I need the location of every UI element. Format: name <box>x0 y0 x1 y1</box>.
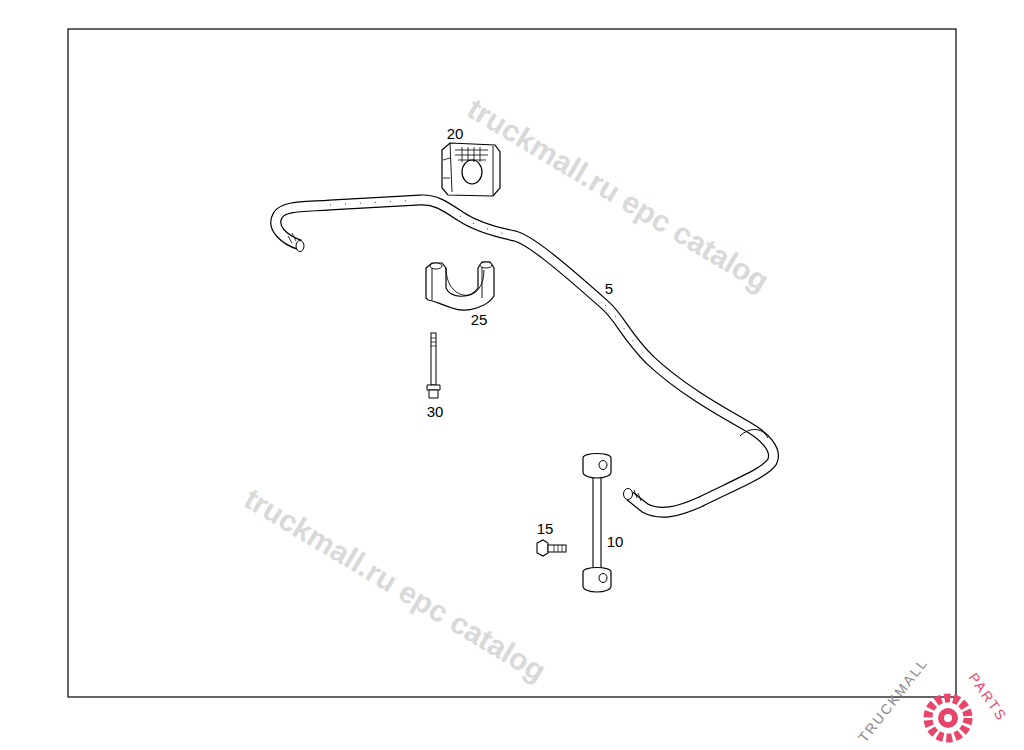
frame <box>68 29 956 697</box>
logo-text: PARTS <box>966 670 1009 723</box>
coupling-rod <box>583 454 611 593</box>
rubber-bushing <box>442 143 500 196</box>
callout-number: 10 <box>607 534 624 549</box>
mounting-bolt <box>427 333 440 398</box>
logo-text: TRUCKMALL <box>856 655 930 745</box>
callout-number: 15 <box>537 521 554 536</box>
callout-number: 5 <box>605 281 613 296</box>
hex-bolt <box>537 540 566 556</box>
clamp-bracket <box>426 262 494 310</box>
callout-number: 30 <box>427 404 444 419</box>
logo-gear <box>928 698 968 738</box>
callout-number: 25 <box>471 312 488 327</box>
callout-number: 20 <box>447 126 464 141</box>
watermark: truckmall.ru epc catalog <box>462 93 773 296</box>
watermark: truckmall.ru epc catalog <box>239 483 550 686</box>
